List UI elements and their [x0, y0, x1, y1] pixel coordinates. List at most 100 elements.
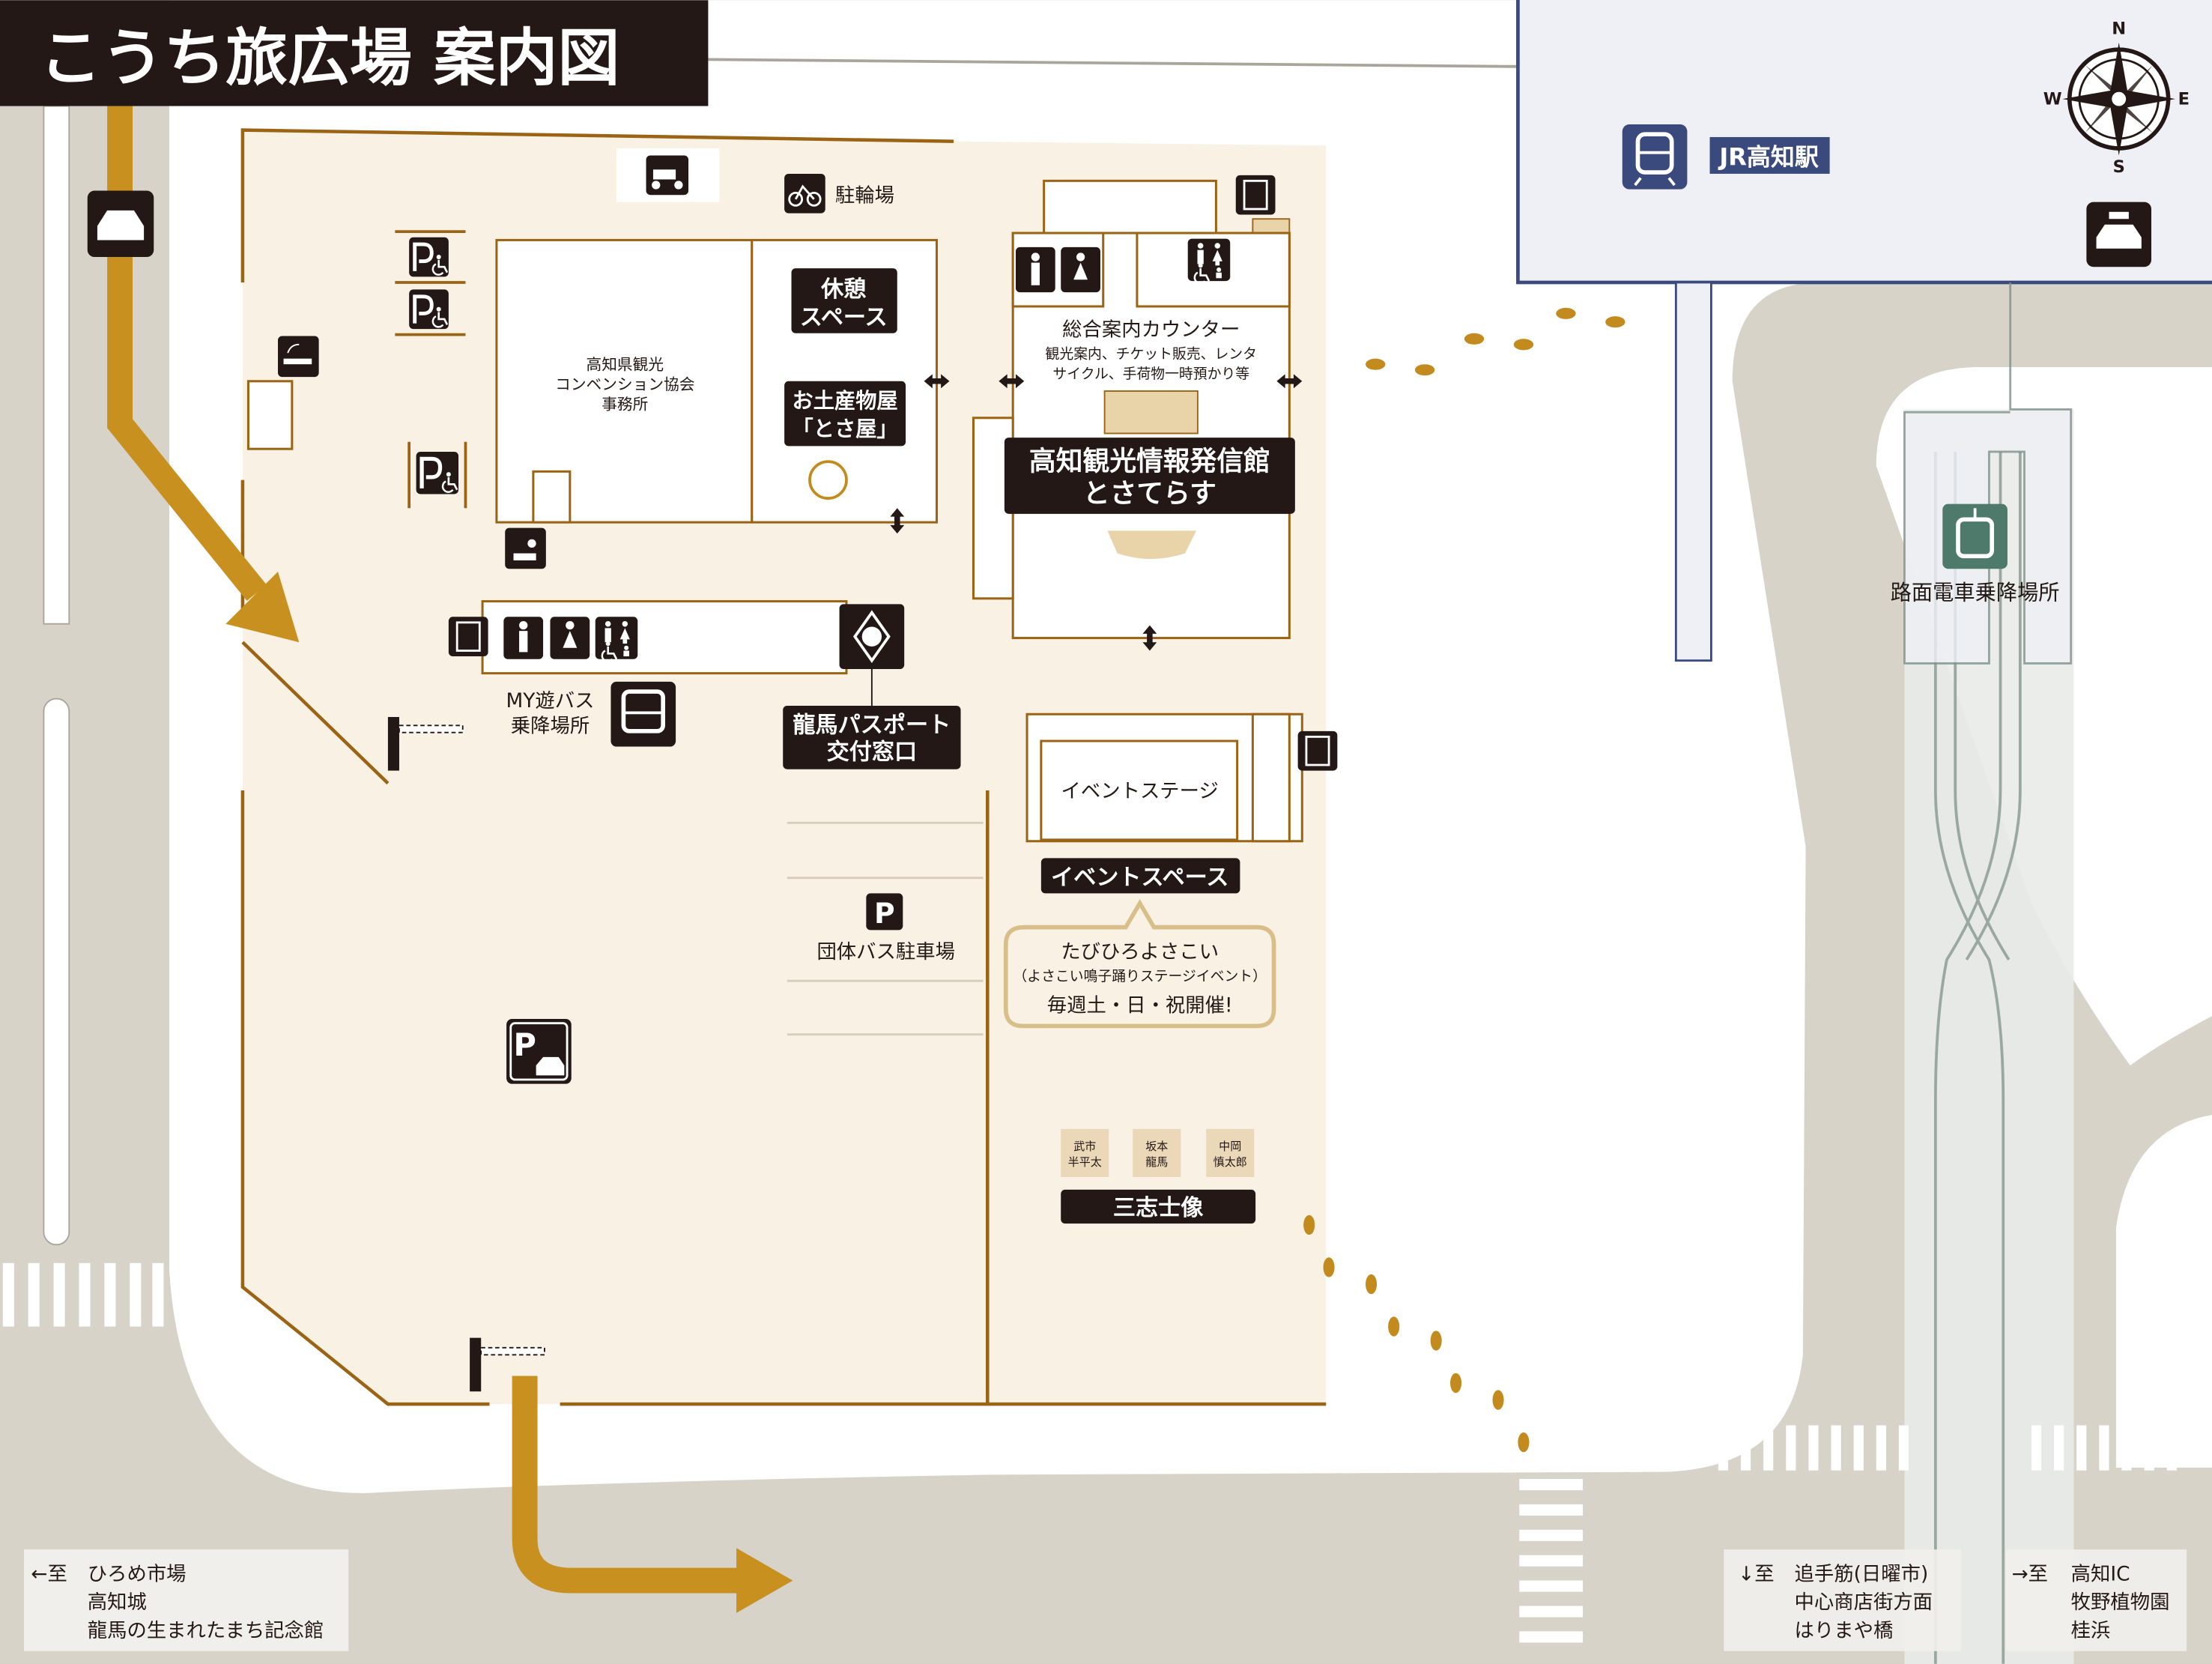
direction-south-line: はりまや橋: [1795, 1620, 1894, 1642]
annex-room: [1043, 179, 1217, 235]
event-space-label-box: [1040, 858, 1240, 894]
accessible-restroom-icon: [595, 617, 638, 663]
svg-text:坂本: 坂本: [1145, 1140, 1168, 1153]
vending-machine-icon: [1297, 730, 1338, 771]
tosaterasu-label-2: とさてらす: [1083, 479, 1216, 509]
mens-restroom-icon: [503, 617, 544, 659]
accessible-parking-icon: [409, 237, 449, 277]
direction-south-line: 追手筋(日曜市): [1795, 1564, 1929, 1586]
svg-text:中岡: 中岡: [1219, 1140, 1241, 1153]
compass-rose: N E S W: [2043, 19, 2190, 177]
parking-icon: P: [866, 893, 903, 931]
compass-e: E: [2178, 90, 2190, 109]
direction-east-line: 牧野植物園: [2071, 1591, 2170, 1614]
event-callout-sub: （よさこい鳴子踊りステージイベント）: [1013, 968, 1267, 984]
train-icon: [1622, 124, 1688, 190]
info-counter-title: 総合案内カウンター: [1062, 319, 1240, 342]
convention-label-2: コンベンション協会: [555, 375, 694, 393]
tosaterasu-label-box: [1004, 438, 1295, 514]
passport-label-box: [783, 705, 961, 769]
group-bus-parking-label: 団体バス駐車場: [816, 941, 955, 963]
direction-west-line: 高知城: [88, 1591, 147, 1614]
event-space-label: イベントスペース: [1051, 865, 1228, 891]
stair-spiral: [808, 460, 848, 500]
compass-n: N: [2112, 19, 2126, 38]
parking-gate-icon: [387, 717, 464, 771]
boundary-line: [708, 58, 1518, 68]
car-route-arrow-out: [512, 1376, 793, 1613]
vending-machine-icon: [448, 617, 488, 657]
door-arrow-icon: [999, 374, 1025, 389]
footprints-to-station: [1366, 307, 1625, 376]
vending-machine-icon: [1235, 175, 1276, 215]
event-callout-title: たびひろよさこい: [1061, 941, 1219, 963]
page-title: こうち旅広場 案内図: [40, 22, 620, 94]
direction-sign-south: ↓至 追手筋(日曜市) 中心商店街方面 はりまや橋: [1724, 1549, 1961, 1651]
tram-tracks: [1933, 451, 2022, 1664]
svg-text:龍馬: 龍馬: [1145, 1155, 1168, 1169]
direction-south-line: 中心商店街方面: [1795, 1591, 1933, 1614]
footprints-to-south: [1303, 1214, 1530, 1453]
car-parking-icon: P: [506, 1019, 572, 1084]
info-counter-desk: [1103, 390, 1199, 435]
svg-text:P: P: [514, 1027, 536, 1063]
event-callout-schedule: 毎週土・日・祝開催!: [1047, 995, 1233, 1017]
plaza-border: [240, 128, 1327, 1406]
souvenir-label-1: お土産物屋: [792, 389, 897, 414]
direction-west-line: ひろめ市場: [88, 1564, 187, 1586]
svg-text:慎太郎: 慎太郎: [1213, 1155, 1247, 1169]
rest-space-label-1: 休憩: [820, 276, 866, 303]
souvenir-label-2: 「とさ屋」: [792, 417, 897, 441]
direction-west-arrow: ←至: [31, 1564, 67, 1586]
event-stage-label: イベントステージ: [1061, 780, 1219, 802]
smoking-booth: [246, 380, 294, 450]
tosaterasu-label-1: 高知観光情報発信館: [1029, 446, 1270, 476]
ryoma-passport-emblem: [839, 604, 905, 669]
accessible-restroom-icon: [1187, 238, 1231, 285]
station-label: JR高知駅: [1718, 143, 1819, 172]
sidewalk-corner: [2115, 1115, 2212, 1468]
accessible-parking-icon: [416, 451, 459, 494]
bus-icon: [610, 681, 676, 747]
smoking-area-icon: [278, 336, 319, 378]
crosswalk-bottom: [1519, 1478, 1584, 1643]
door-arrow-icon: [890, 508, 905, 534]
info-counter-desc-1: 観光案内、チケット販売、レンタ: [1046, 346, 1257, 363]
svg-text:半平太: 半平太: [1068, 1155, 1102, 1169]
convention-label-1: 高知県観光: [587, 356, 664, 374]
womens-restroom-icon: [550, 617, 590, 659]
direction-sign-east: →至 高知IC 牧野植物園 桂浜: [2006, 1549, 2187, 1651]
direction-west-line: 龍馬の生まれたまち記念館: [88, 1620, 324, 1642]
convention-label-3: 事務所: [602, 395, 648, 413]
passport-label-2: 交付窓口: [827, 739, 918, 766]
rest-space-label-2: スペース: [800, 304, 888, 330]
statues-label: 三志士像: [1113, 1195, 1204, 1221]
direction-sign-west: ←至 ひろめ市場 高知城 龍馬の生まれたまち記念館: [24, 1549, 349, 1651]
passport-label-1: 龍馬パスポート: [793, 713, 951, 739]
car-icon: [87, 190, 154, 258]
statues-label-box: [1061, 1189, 1256, 1224]
crosswalk-right: [1718, 1425, 2177, 1471]
mybus-label-1: MY遊バス: [506, 690, 595, 713]
direction-east-line: 桂浜: [2071, 1620, 2111, 1642]
crosswalk-left: [2, 1262, 164, 1327]
station-walkway: [1674, 281, 1712, 662]
bus-parking-lines: [787, 821, 984, 1036]
parking-gate-icon: [470, 1337, 545, 1392]
bike-parking-label: 駐輪場: [835, 185, 894, 208]
taxi-icon: [2086, 202, 2152, 267]
median-strip: [43, 698, 70, 1246]
svg-text:P: P: [874, 897, 895, 930]
svg-text:武市: 武市: [1073, 1140, 1096, 1153]
event-stage: [1040, 739, 1239, 841]
info-counter-desc-2: サイクル、手荷物一時預かり等: [1052, 366, 1249, 382]
title-bar: [0, 0, 709, 106]
bicycle-icon: [784, 173, 825, 214]
mybus-label-2: 乗降場所: [511, 715, 590, 738]
compass-s: S: [2113, 157, 2125, 177]
scooter-icon: [646, 155, 689, 196]
tram-icon: [1942, 503, 2008, 569]
